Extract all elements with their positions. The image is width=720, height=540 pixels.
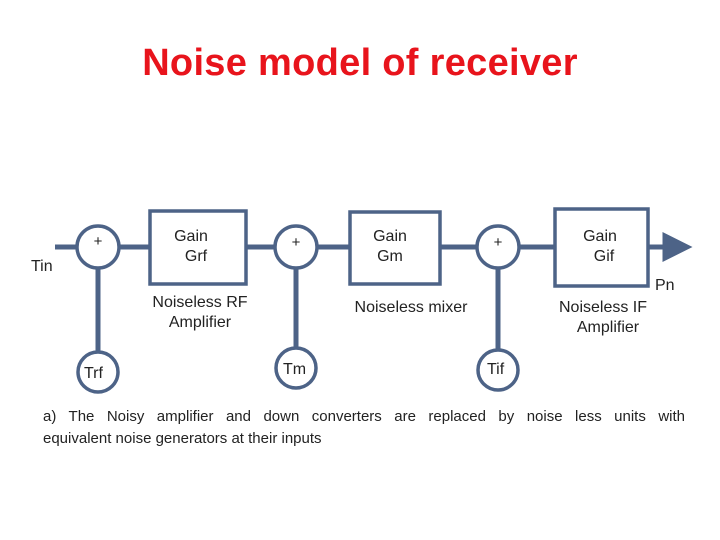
output-power-label: Pn xyxy=(655,277,675,294)
noise-source-rf xyxy=(76,350,120,394)
caption-line-2: equivalent noise generators at their inp… xyxy=(43,430,322,447)
if-gain-label: Gain Gif xyxy=(583,228,617,265)
rf-amplifier-description: Noiseless RF Amplifier xyxy=(152,294,248,331)
summing-junction-if xyxy=(475,224,521,270)
mixer-block xyxy=(348,210,442,286)
if-amplifier-description: Noiseless IF Amplifier xyxy=(558,299,648,336)
summer-plus-sign-mixer: + xyxy=(291,234,301,251)
input-temperature-label: Tin xyxy=(31,258,53,275)
noise-source-label-rf: Trf xyxy=(84,365,103,382)
rf-gain-label: Gain Grf xyxy=(174,228,208,265)
noise-source-if xyxy=(476,348,520,392)
mixer-gain-label: Gain Gm xyxy=(373,228,407,265)
summing-junction-mixer xyxy=(273,224,319,270)
if-amplifier-block xyxy=(553,207,650,288)
summing-junction-rf xyxy=(75,224,121,270)
noise-source-mixer xyxy=(274,346,318,390)
rf-amplifier-block xyxy=(148,209,248,286)
summer-plus-sign-rf: + xyxy=(93,233,103,250)
caption-line-1: a) The Noisy amplifier and down converte… xyxy=(43,408,685,425)
summer-plus-sign-if: + xyxy=(493,234,503,251)
mixer-description: Noiseless mixer xyxy=(354,299,468,316)
noise-source-label-mixer: Tm xyxy=(283,361,307,378)
page-title: Noise model of receiver xyxy=(142,42,578,84)
noise-source-label-if: Tif xyxy=(487,361,505,378)
